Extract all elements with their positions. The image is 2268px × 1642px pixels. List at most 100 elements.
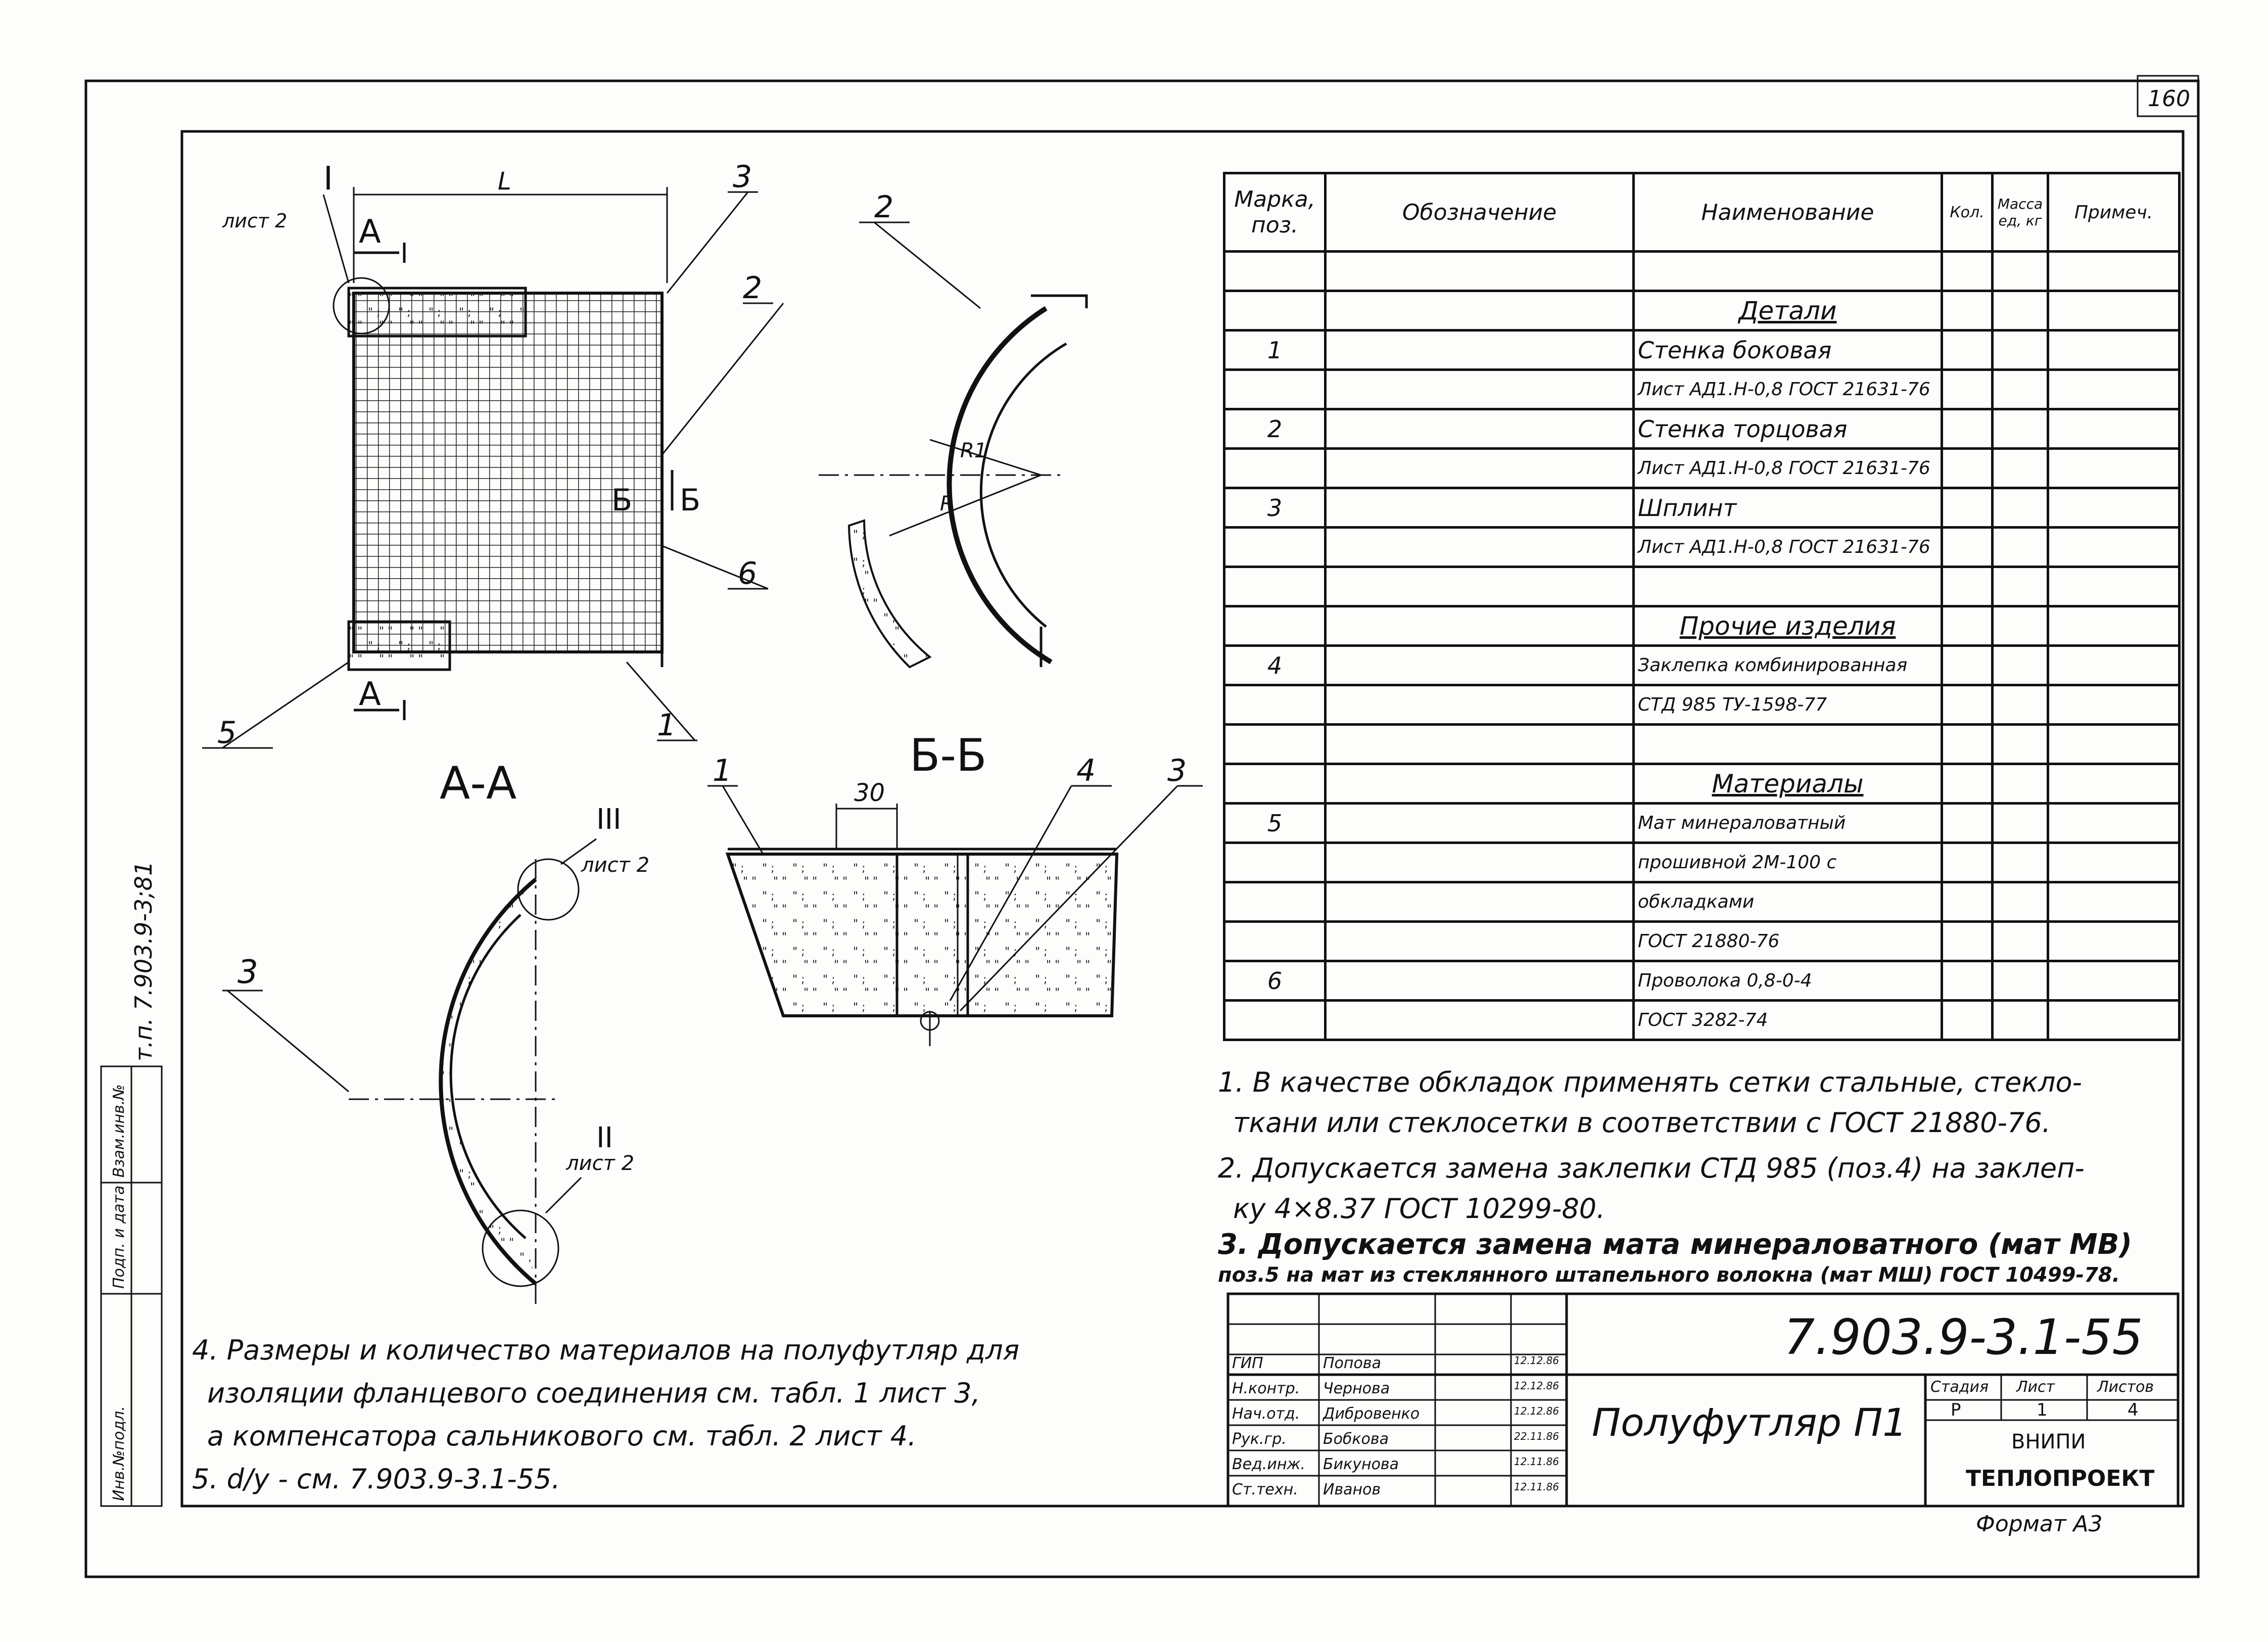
callout-iii: III	[596, 803, 622, 836]
pos-main-1: 1	[657, 708, 676, 743]
spec-cell-pos	[1223, 723, 1327, 765]
col-header-name: Наименование	[1632, 172, 1943, 253]
spec-cell-qty	[1941, 960, 1994, 1002]
note-left-line: 5. d/у - см. 7.903.9-3.1-55.	[192, 1463, 560, 1495]
spec-cell-designation	[1324, 605, 1635, 647]
callout-ii-sheet: лист 2	[565, 1152, 634, 1175]
spec-cell-pos	[1223, 447, 1327, 489]
col-header-notes: Примеч.	[2047, 172, 2181, 253]
spec-cell-name: СТД 985 ТУ-1598-77	[1632, 684, 1943, 726]
title-block-role: Вед.инж.	[1232, 1456, 1305, 1473]
spec-cell-mass	[1991, 999, 2049, 1041]
spec-row: Лист АД1.Н-0,8 ГОСТ 21631-76	[1223, 447, 2181, 489]
note-left-line: а компенсатора сальникового см. табл. 2 …	[207, 1420, 917, 1452]
spec-cell-notes	[2047, 763, 2181, 805]
spec-cell-designation	[1324, 644, 1635, 686]
spec-cell-qty	[1941, 368, 1994, 410]
spec-cell-pos	[1223, 763, 1327, 805]
notes-left: 4. Размеры и количество материалов на по…	[192, 1334, 1177, 1506]
spec-cell-mass	[1991, 920, 2049, 962]
spec-cell-designation	[1324, 408, 1635, 450]
side-stamp-label-1: Инв.№подл.	[110, 1406, 128, 1501]
side-stamp-label-3: Взам.инв.№	[110, 1084, 128, 1178]
spec-cell-qty	[1941, 881, 1994, 923]
spec-row: обкладками	[1223, 881, 2181, 923]
stage-header: Стадия	[1930, 1378, 1989, 1396]
spec-row: Прочие изделия	[1223, 605, 2181, 647]
spec-cell-qty	[1941, 487, 1994, 529]
spec-cell-qty	[1941, 447, 1994, 489]
spec-row: Материалы	[1223, 763, 2181, 805]
spec-cell-qty	[1941, 526, 1994, 568]
spec-cell-qty	[1941, 684, 1994, 726]
spec-cell-designation	[1324, 881, 1635, 923]
spec-cell-notes	[2047, 920, 2181, 962]
spec-cell-notes	[2047, 841, 2181, 883]
spec-cell-mass	[1991, 329, 2049, 371]
callout-i-sheet: лист 2	[222, 210, 287, 232]
col-header-designation: Обозначение	[1324, 172, 1635, 253]
spec-cell-pos	[1223, 920, 1327, 962]
spec-cell-pos: 6	[1223, 960, 1327, 1002]
spec-cell-qty	[1941, 250, 1994, 292]
sheet-value: 1	[2037, 1400, 2048, 1420]
spec-row	[1223, 566, 2181, 607]
spec-cell-mass	[1991, 802, 2049, 844]
spec-cell-name: Лист АД1.Н-0,8 ГОСТ 21631-76	[1632, 368, 1943, 410]
spec-cell-qty	[1941, 644, 1994, 686]
spec-cell-qty	[1941, 920, 1994, 962]
spec-cell-mass	[1991, 644, 2049, 686]
organization-line-2: ТЕПЛОПРОЕКТ	[1966, 1466, 2155, 1491]
spec-row: ГОСТ 3282-74	[1223, 999, 2181, 1041]
title-block-role: Рук.гр.	[1232, 1430, 1287, 1448]
side-code: т.п. 7.903.9-3;81	[130, 861, 157, 1061]
pos-main-2: 2	[743, 270, 762, 306]
pos-bottom-arc-3: 3	[238, 954, 258, 991]
spec-cell-qty	[1941, 841, 1994, 883]
col-header-pos: Марка, поз.	[1223, 172, 1327, 253]
spec-cell-notes	[2047, 566, 2181, 607]
note-right-line: ткани или стеклосетки в соответствии с Г…	[1233, 1107, 2051, 1139]
spec-cell-mass	[1991, 881, 2049, 923]
marker-b-right: Б	[680, 483, 700, 518]
spec-cell-pos: 3	[1223, 487, 1327, 529]
title-block-name: Чернова	[1323, 1380, 1390, 1397]
spec-cell-pos: 1	[1223, 329, 1327, 371]
title-block-date: 12.12.86	[1514, 1354, 1560, 1367]
spec-cell-designation	[1324, 684, 1635, 726]
spec-cell-name	[1632, 723, 1943, 765]
spec-cell-notes	[2047, 368, 2181, 410]
spec-cell-designation	[1324, 250, 1635, 292]
spec-cell-name	[1632, 566, 1943, 607]
spec-cell-designation	[1324, 960, 1635, 1002]
spec-cell-mass	[1991, 684, 2049, 726]
spec-cell-name: обкладками	[1632, 881, 1943, 923]
title-block-role: Н.контр.	[1232, 1380, 1300, 1397]
spec-cell-name: ГОСТ 3282-74	[1632, 999, 1943, 1041]
spec-cell-name: Детали	[1632, 290, 1943, 332]
marker-a-top: А	[359, 213, 381, 251]
spec-cell-qty	[1941, 723, 1994, 765]
spec-cell-designation	[1324, 999, 1635, 1041]
pos-main-3: 3	[733, 159, 752, 195]
spec-cell-notes	[2047, 329, 2181, 371]
spec-cell-pos	[1223, 841, 1327, 883]
note-right-line: поз.5 на мат из стеклянного штапельного …	[1218, 1263, 2120, 1287]
stage-value: Р	[1951, 1400, 1961, 1420]
label-r1: R1	[960, 439, 987, 462]
note-right-line: 1. В качестве обкладок применять сетки с…	[1218, 1066, 2083, 1098]
inner-frame	[180, 130, 2185, 1508]
col-header-qty: Кол.	[1941, 172, 1994, 253]
spec-cell-notes	[2047, 605, 2181, 647]
title-block-name: Попова	[1323, 1354, 1381, 1372]
spec-cell-name: Мат минераловатный	[1632, 802, 1943, 844]
spec-cell-mass	[1991, 408, 2049, 450]
spec-cell-notes	[2047, 526, 2181, 568]
doc-code: 7.903.9-3.1-55	[1784, 1309, 2143, 1366]
callout-iii-sheet: лист 2	[581, 854, 649, 877]
spec-cell-pos	[1223, 999, 1327, 1041]
spec-cell-designation	[1324, 329, 1635, 371]
